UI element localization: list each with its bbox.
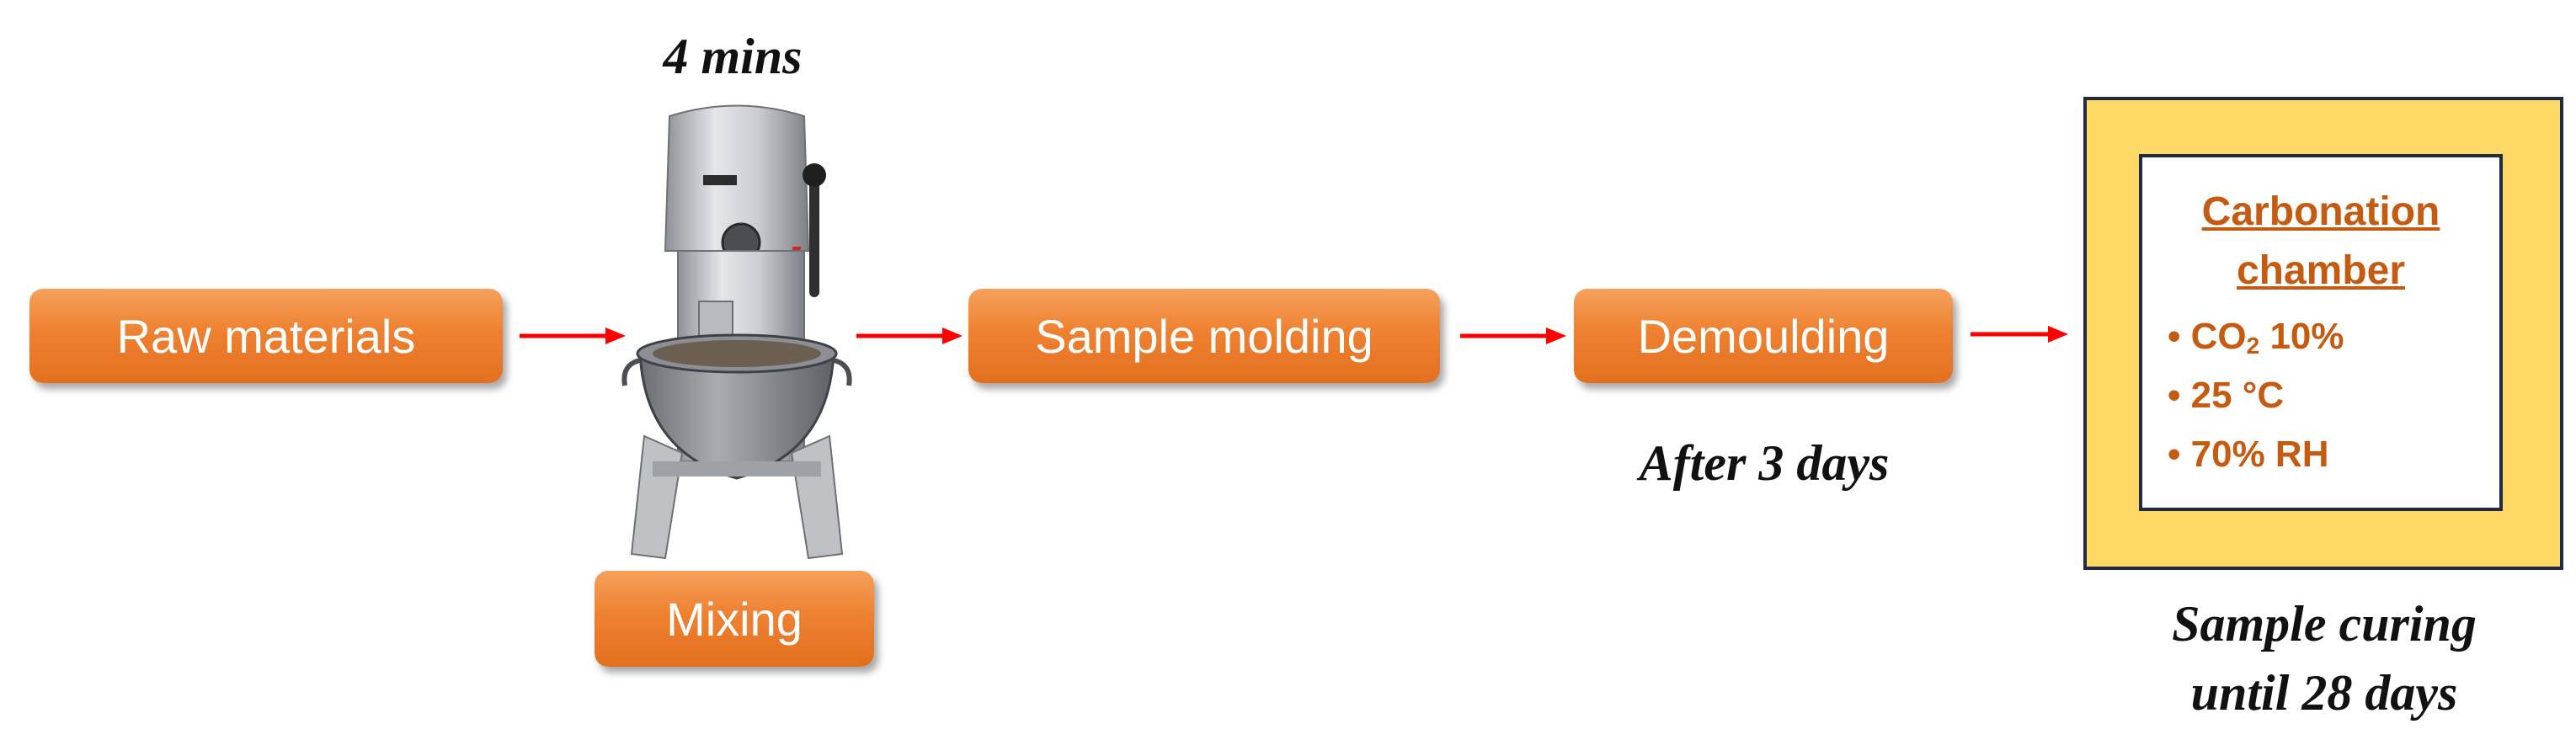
raw-materials-box: Raw materials <box>29 289 503 383</box>
chamber-co2-condition: • CO2 10% <box>2168 316 2344 359</box>
sample-molding-box: Sample molding <box>968 289 1440 383</box>
chamber-temperature-condition: • 25 °C <box>2168 375 2285 416</box>
arrow-to-carbonation-chamber <box>1971 326 2068 343</box>
co2-prefix: • CO <box>2168 316 2247 357</box>
mixing-box: Mixing <box>595 571 874 667</box>
chamber-title-line2: chamber <box>2236 248 2406 293</box>
co2-subscript: 2 <box>2246 333 2260 359</box>
demoulding-box: Demoulding <box>1574 289 1953 383</box>
co2-suffix: 10% <box>2259 316 2344 357</box>
after-days-label: After 3 days <box>1639 435 1890 491</box>
carbonation-chamber: Carbonation chamber • CO2 10% • 25 °C • … <box>2139 154 2503 511</box>
chamber-humidity-condition: • 70% RH <box>2168 434 2329 475</box>
curing-label-line2: until 28 days <box>2190 665 2458 721</box>
arrow-to-sample-molding <box>856 327 963 344</box>
arrow-to-demoulding <box>1460 327 1566 344</box>
chamber-title-line1: Carbonation <box>2201 189 2440 234</box>
arrow-to-mixing <box>520 327 626 344</box>
stand-mixer-icon <box>621 104 852 560</box>
curing-label-line1: Sample curing <box>2172 596 2477 652</box>
mix-time-label: 4 mins <box>663 29 803 84</box>
